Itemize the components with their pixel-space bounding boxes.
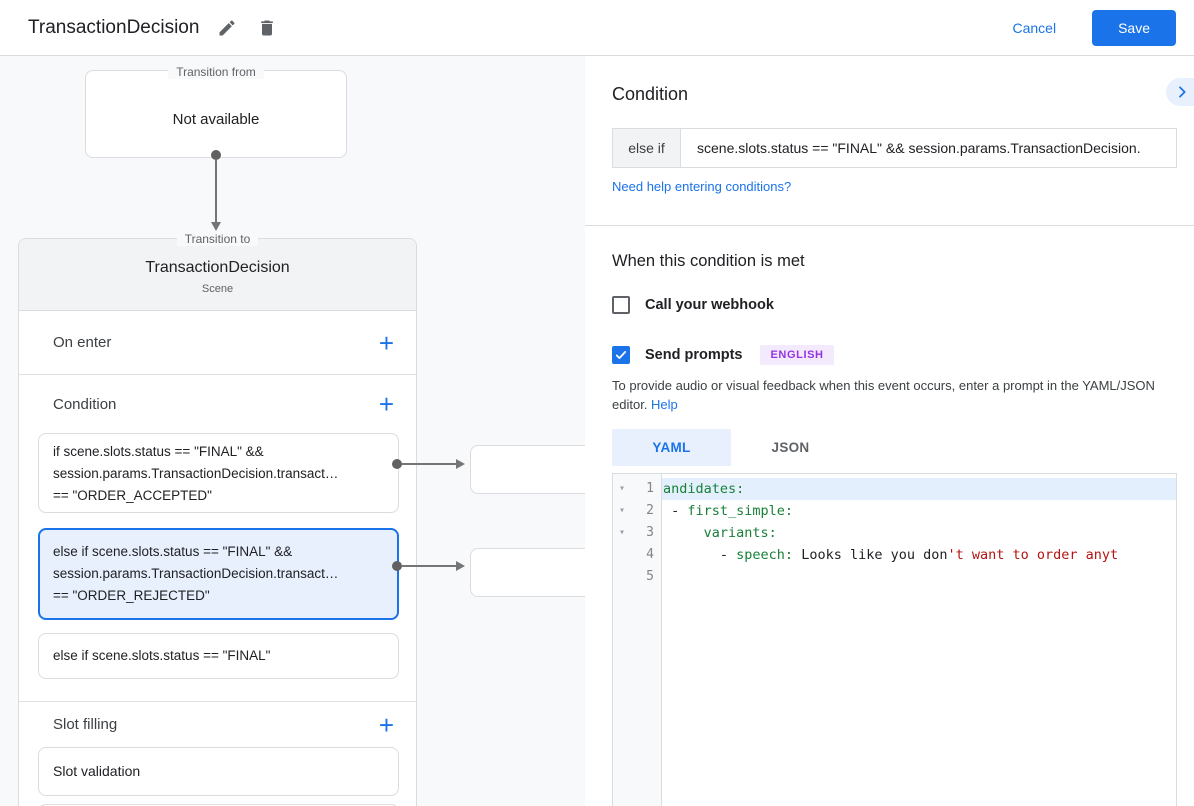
- delete-scene-button[interactable]: [252, 13, 282, 43]
- page-title: TransactionDecision: [28, 17, 200, 38]
- transition-to-scene-card: TransactionDecision Scene On enter + Con…: [18, 238, 417, 806]
- tab-json[interactable]: JSON: [771, 440, 810, 455]
- call-webhook-label: Call your webhook: [645, 297, 774, 313]
- condition-input-group: else if: [612, 128, 1177, 168]
- add-slot-filling-icon[interactable]: +: [378, 709, 394, 740]
- editor-tabs: YAML JSON: [612, 429, 850, 466]
- scene-type-label: Scene: [201, 283, 234, 295]
- target-scene-box-2[interactable]: [470, 548, 585, 597]
- transition-from-value: Not available: [172, 111, 260, 128]
- condition-prefix-label: else if: [613, 129, 681, 167]
- panel-divider: [585, 225, 1194, 226]
- webhook-row: Call your webhook: [612, 296, 774, 314]
- code-fold-icon[interactable]: ▾: [618, 483, 626, 494]
- line-number: 5: [646, 569, 654, 584]
- line-number: 4: [646, 547, 654, 562]
- connector-line: [402, 463, 457, 465]
- code-line-2: - first_simple:: [663, 503, 794, 519]
- code-fold-icon[interactable]: ▾: [618, 527, 626, 538]
- language-badge: ENGLISH: [760, 345, 834, 365]
- connector-dot: [392, 459, 402, 469]
- pencil-icon: [219, 20, 235, 36]
- call-webhook-checkbox[interactable]: [612, 296, 630, 314]
- code-line-3: variants:: [703, 525, 777, 541]
- save-button[interactable]: Save: [1092, 10, 1176, 46]
- on-enter-label: On enter: [53, 334, 112, 351]
- chevron-right-icon: [1179, 86, 1186, 98]
- arrow-right-icon: [456, 561, 465, 571]
- transition-from-legend: Transition from: [85, 63, 347, 81]
- arrow-right-icon: [456, 459, 465, 469]
- connector-dot: [392, 561, 402, 571]
- line-number: 3: [646, 525, 654, 540]
- top-bar: TransactionDecision Cancel Save: [0, 0, 1194, 56]
- transition-to-legend: Transition to: [18, 230, 417, 248]
- conditions-help-link[interactable]: Need help entering conditions?: [612, 179, 792, 194]
- topbar-actions: Cancel Save: [1012, 0, 1176, 56]
- gutter-row: ▾ 2: [613, 500, 661, 522]
- panel-title: Condition: [612, 84, 689, 104]
- help-link[interactable]: Help: [651, 397, 678, 412]
- code-line-4: - speech: Looks like you don't want to o…: [663, 547, 1119, 563]
- transition-arrow-line: [215, 160, 217, 222]
- editor-gutter: ▾ 1 ▾ 2 ▾ 3 4 5: [613, 474, 662, 806]
- condition-card-order-accepted[interactable]: if scene.slots.status == "FINAL" && sess…: [38, 433, 399, 513]
- slot-filling-section-row: Slot filling +: [19, 702, 416, 747]
- target-scene-box-1[interactable]: [470, 445, 585, 494]
- arrow-down-icon: [211, 222, 221, 231]
- code-area[interactable]: andidates: - first_simple: variants: - s…: [662, 474, 1176, 806]
- line-number: 2: [646, 503, 654, 518]
- cancel-button[interactable]: Cancel: [1012, 20, 1057, 36]
- yaml-code-editor: ▾ 1 ▾ 2 ▾ 3 4 5: [612, 473, 1177, 806]
- trash-icon: [261, 20, 273, 36]
- transition-from-box[interactable]: Not available: [85, 70, 347, 158]
- condition-card-final[interactable]: else if scene.slots.status == "FINAL": [38, 633, 399, 679]
- send-prompts-checkbox[interactable]: [612, 346, 630, 364]
- condition-section-row: Condition +: [19, 375, 416, 433]
- condition-label: Condition: [53, 395, 117, 413]
- code-line-5: [662, 566, 1176, 588]
- connector-dot: [211, 150, 221, 160]
- add-condition-icon[interactable]: +: [378, 389, 394, 419]
- slot-validation-card[interactable]: Slot validation: [38, 747, 399, 796]
- gutter-row: ▾ 1: [613, 478, 661, 500]
- prompts-row: Send prompts ENGLISH: [612, 345, 834, 365]
- when-condition-met-title: When this condition is met: [612, 252, 805, 270]
- code-line-1-active: andidates:: [662, 478, 1176, 500]
- condition-card-order-rejected-selected[interactable]: else if scene.slots.status == "FINAL" &&…: [38, 528, 399, 620]
- add-on-enter-icon[interactable]: +: [378, 327, 394, 358]
- section-divider: [19, 701, 416, 702]
- gutter-row: 4: [613, 544, 661, 566]
- scene-card-header[interactable]: TransactionDecision Scene: [19, 239, 416, 311]
- slot-filling-label: Slot filling: [53, 716, 118, 733]
- send-prompts-label: Send prompts: [645, 347, 743, 363]
- gutter-row: ▾ 3: [613, 522, 661, 544]
- prompt-description: To provide audio or visual feedback when…: [612, 378, 1155, 412]
- on-enter-section-row: On enter +: [19, 311, 416, 375]
- connector-line: [402, 565, 457, 567]
- code-fold-icon[interactable]: ▾: [618, 505, 626, 516]
- checkmark-icon: [615, 351, 627, 359]
- collapse-panel-button[interactable]: [1166, 78, 1194, 106]
- scene-name: TransactionDecision: [145, 259, 290, 276]
- tab-yaml[interactable]: YAML: [612, 429, 731, 466]
- gutter-row: 5: [613, 566, 661, 588]
- condition-expression-input[interactable]: [681, 129, 1176, 167]
- flow-canvas: Not available Transition from Transactio…: [0, 56, 585, 806]
- edit-scene-name-button[interactable]: [212, 13, 242, 43]
- line-number: 1: [646, 481, 654, 496]
- condition-detail-panel: Condition else if Need help entering con…: [585, 56, 1194, 806]
